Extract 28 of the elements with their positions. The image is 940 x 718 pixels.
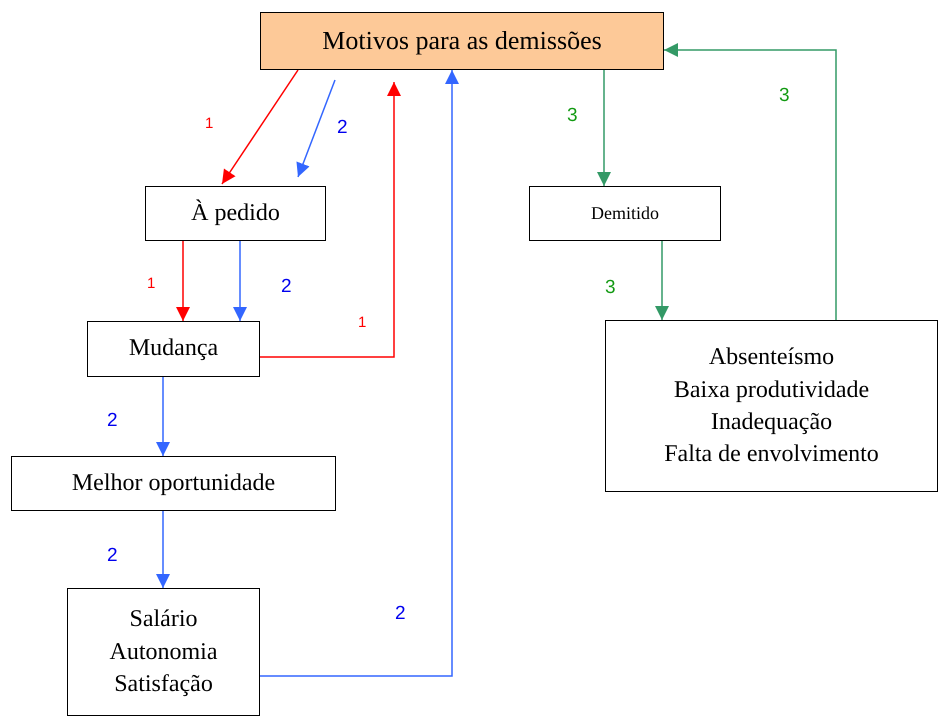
process-box: Demitido xyxy=(529,186,721,241)
process-box: Motivos para as demissões xyxy=(260,12,664,70)
edge-label: 1 xyxy=(145,276,158,291)
arrow xyxy=(655,241,669,320)
arrow xyxy=(260,70,459,677)
list-item: Satisfação xyxy=(114,670,213,700)
list-item: Absenteísmo xyxy=(708,343,834,372)
edge-label: 1 xyxy=(203,116,216,131)
list-item: Salário xyxy=(130,605,198,634)
process-box: À pedido xyxy=(145,186,326,241)
process-box: Melhor oportunidade xyxy=(11,456,336,511)
list-item: Autonomia xyxy=(110,638,218,667)
arrow xyxy=(221,70,299,184)
arrow xyxy=(597,70,611,186)
list-item: Baixa produtividade xyxy=(674,376,870,405)
arrow xyxy=(156,511,170,588)
arrow xyxy=(296,80,336,178)
process-box xyxy=(67,588,260,716)
list-item: Falta de envolvimento xyxy=(664,440,879,470)
process-box: Mudança xyxy=(87,321,260,377)
arrow xyxy=(664,43,837,320)
process-box xyxy=(605,320,938,492)
arrow xyxy=(156,377,170,456)
arrow xyxy=(176,241,190,321)
list-item: Inadequação xyxy=(710,408,832,437)
arrow xyxy=(233,241,247,321)
edge-label: 1 xyxy=(356,315,368,330)
arrow xyxy=(260,82,401,358)
